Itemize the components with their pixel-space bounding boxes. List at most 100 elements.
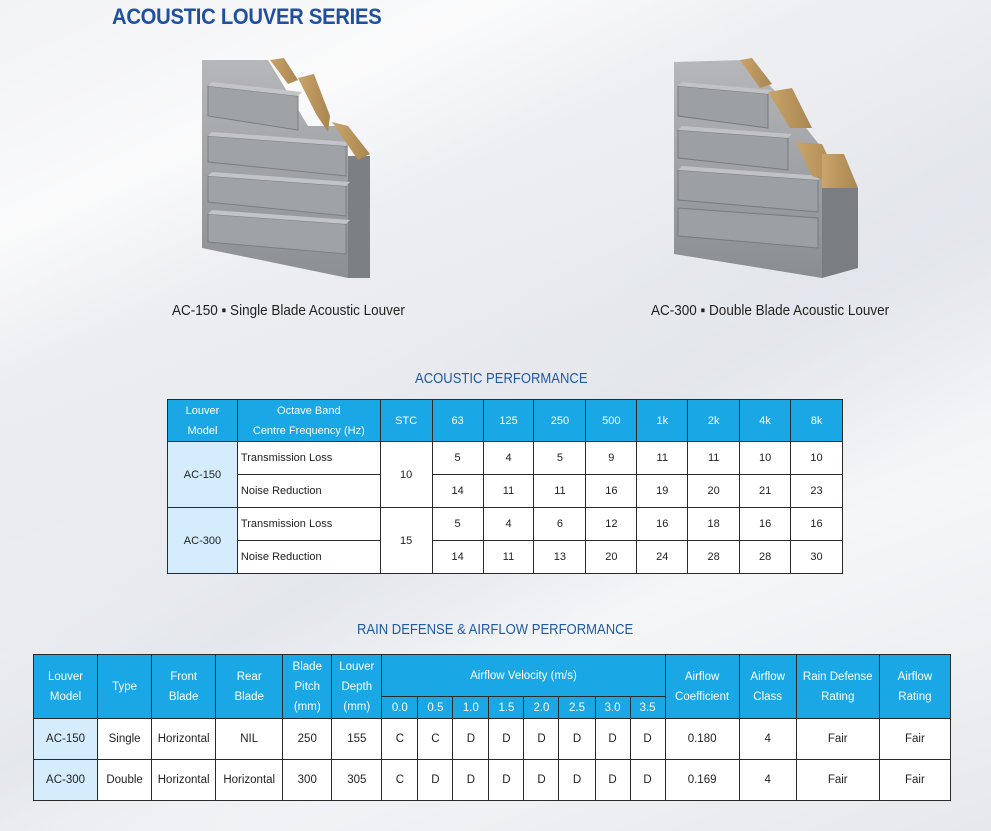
rain-rating-cell: Fair (795, 759, 880, 801)
header-stc: STC (379, 399, 433, 442)
value-cell: 14 (431, 474, 484, 508)
value-cell: 5 (431, 507, 484, 541)
velocity-class-cell: D (488, 718, 525, 760)
value-cell: 5 (431, 441, 484, 475)
value-cell: 11 (636, 441, 689, 475)
header-freq: 4k (739, 399, 792, 442)
ac300-caption: AC-300 ▪ Double Blade Acoustic Louver (651, 302, 890, 319)
model-cell: AC-300 (32, 759, 99, 801)
value-cell: 13 (533, 540, 587, 574)
value-cell: 11 (482, 540, 535, 574)
table-row: Noise Reduction 14 11 11 16 19 20 21 23 (168, 474, 843, 508)
pitch-cell: 300 (282, 759, 333, 801)
airflow-class-cell: 4 (738, 759, 797, 801)
value-cell: 28 (739, 540, 792, 574)
velocity-class-cell: D (523, 759, 560, 801)
header-velocity: 2.5 (558, 696, 596, 719)
table-row: Noise Reduction 14 11 13 20 24 28 28 30 (168, 540, 843, 574)
type-cell: Single (97, 718, 153, 760)
value-cell: 10 (739, 441, 792, 475)
velocity-class-cell: D (594, 759, 631, 801)
value-cell: 9 (585, 441, 638, 475)
depth-cell: 305 (331, 759, 383, 801)
header-freq: 2k (687, 399, 741, 442)
value-cell: 5 (533, 441, 587, 475)
velocity-class-cell: D (523, 718, 560, 760)
header-freq: 500 (585, 399, 638, 442)
header-freq: 63 (431, 399, 484, 442)
header-airflow-velocity: Airflow Velocity (m/s) (381, 654, 666, 697)
value-cell: 11 (533, 474, 587, 508)
table-row: AC-150 Single Horizontal NIL 250 155 C C… (32, 718, 952, 760)
value-cell: 16 (739, 507, 792, 541)
velocity-class-cell: D (452, 759, 490, 801)
front-blade-cell: Horizontal (151, 759, 217, 801)
header-velocity: 1.0 (452, 696, 490, 719)
row-label: Noise Reduction (236, 474, 381, 508)
value-cell: 20 (585, 540, 638, 574)
velocity-class-cell: D (629, 759, 666, 801)
header-freq: 8k (790, 399, 843, 442)
header-velocity: 3.5 (629, 696, 666, 719)
value-cell: 28 (687, 540, 741, 574)
model-cell: AC-150 (32, 718, 99, 760)
type-cell: Double (97, 759, 153, 801)
value-cell: 30 (790, 540, 843, 574)
airflow-class-cell: 4 (738, 718, 797, 760)
value-cell: 24 (636, 540, 689, 574)
header-velocity: 2.0 (523, 696, 560, 719)
airflow-rating-cell: Fair (878, 759, 952, 801)
value-cell: 16 (636, 507, 689, 541)
stc-cell: 10 (379, 441, 433, 508)
value-cell: 21 (739, 474, 792, 508)
header-freq: 125 (482, 399, 535, 442)
header-velocity: 3.0 (594, 696, 631, 719)
velocity-class-cell: C (417, 718, 454, 760)
airflow-rating-cell: Fair (878, 718, 952, 760)
row-label: Transmission Loss (236, 507, 381, 541)
rain-rating-cell: Fair (795, 718, 880, 760)
row-label: Noise Reduction (236, 540, 381, 574)
header-velocity: 0.5 (417, 696, 454, 719)
value-cell: 16 (585, 474, 638, 508)
header-velocity: 1.5 (488, 696, 525, 719)
rear-blade-cell: NIL (215, 718, 284, 760)
value-cell: 11 (687, 441, 741, 475)
header-velocity: 0.0 (381, 696, 419, 719)
coefficient-cell: 0.169 (664, 759, 740, 801)
value-cell: 23 (790, 474, 843, 508)
value-cell: 4 (482, 441, 535, 475)
velocity-class-cell: D (594, 718, 631, 760)
velocity-class-cell: D (629, 718, 666, 760)
header-type: Type (97, 654, 153, 719)
value-cell: 4 (482, 507, 535, 541)
velocity-class-cell: D (558, 759, 596, 801)
table-row: AC-300 Double Horizontal Horizontal 300 … (32, 759, 952, 801)
value-cell: 18 (687, 507, 741, 541)
table-row: AC-150 Transmission Loss 10 5 4 5 9 11 1… (167, 441, 843, 508)
value-cell: 14 (431, 540, 484, 574)
coefficient-cell: 0.180 (664, 718, 740, 760)
value-cell: 6 (533, 507, 587, 541)
depth-cell: 155 (331, 718, 383, 760)
header-freq: 250 (533, 399, 587, 442)
ac150-caption: AC-150 ▪ Single Blade Acoustic Louver (172, 302, 405, 319)
front-blade-cell: Horizontal (151, 718, 217, 760)
acoustic-section-title: ACOUSTIC PERFORMANCE (415, 371, 588, 387)
velocity-class-cell: D (558, 718, 596, 760)
stc-cell: 15 (379, 507, 433, 574)
value-cell: 11 (482, 474, 535, 508)
model-cell: AC-150 (167, 441, 238, 508)
rain-section-title: RAIN DEFENSE & AIRFLOW PERFORMANCE (357, 622, 634, 638)
ac150-louver-image (202, 58, 370, 278)
value-cell: 12 (585, 507, 638, 541)
